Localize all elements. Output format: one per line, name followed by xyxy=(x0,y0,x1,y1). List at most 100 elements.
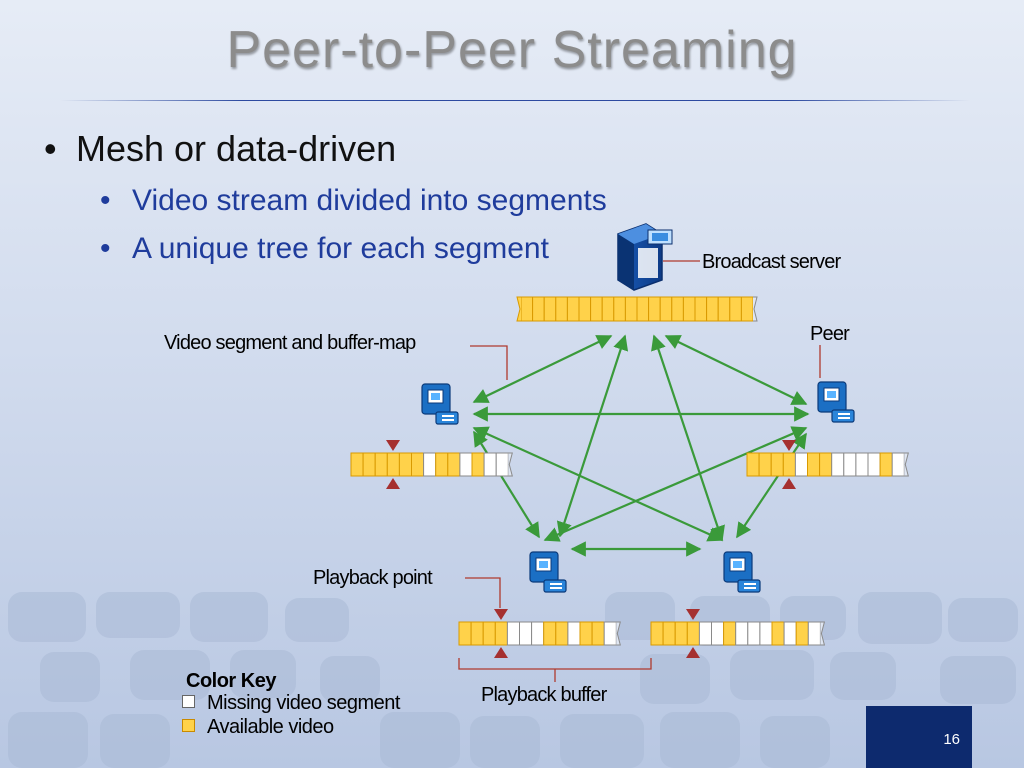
bg-tile xyxy=(940,656,1016,704)
available-segment xyxy=(636,296,650,322)
available-segment xyxy=(613,296,626,322)
bg-tile xyxy=(560,714,644,768)
missing-segment xyxy=(506,621,520,646)
available-segment xyxy=(555,296,568,322)
connection-arrows xyxy=(472,334,810,557)
bg-tile xyxy=(8,592,86,642)
available-segment xyxy=(447,452,461,477)
bullet-dot: • xyxy=(44,128,57,169)
available-segment xyxy=(729,296,742,322)
available-segment xyxy=(482,621,496,646)
available-segment xyxy=(590,296,603,322)
available-segment xyxy=(717,296,731,322)
missing-segment xyxy=(531,621,545,646)
missing-segment xyxy=(698,621,713,646)
computer-drive-slot xyxy=(550,583,562,585)
available-segment xyxy=(746,452,760,477)
available-segment xyxy=(659,296,673,322)
available-segment xyxy=(758,452,772,477)
available-segment xyxy=(682,296,696,322)
available-segment xyxy=(706,296,719,322)
bg-tile xyxy=(190,592,268,642)
bg-tile xyxy=(640,654,710,704)
buffer-end-notch xyxy=(820,621,826,646)
page-number-box: 16 xyxy=(866,706,972,768)
available-segment xyxy=(566,296,580,322)
label-video-segment-buffer-map: Video segment and buffer-map xyxy=(164,332,416,354)
missing-segment xyxy=(483,452,497,477)
available-segment xyxy=(740,296,754,322)
available-segment xyxy=(648,296,661,322)
available-segment xyxy=(435,452,449,477)
playback-marker-bottom xyxy=(494,647,508,658)
playback-marker-bottom xyxy=(386,478,400,489)
computer-icon xyxy=(421,383,459,425)
missing-segment xyxy=(783,621,797,646)
buffer-peer-bottom-right xyxy=(650,621,826,646)
available-segment xyxy=(520,296,534,322)
bg-tile xyxy=(470,716,540,768)
computer-base xyxy=(543,579,567,593)
buffer-peer-bottom-left xyxy=(458,621,621,646)
bullet-level2: •Video stream divided into segments xyxy=(100,184,607,218)
available-segment xyxy=(350,452,364,477)
missing-segment xyxy=(867,452,881,477)
playback-markers xyxy=(386,440,796,658)
buffer-end-notch xyxy=(904,452,909,477)
bullet-dot: • xyxy=(100,184,111,217)
computer-icon xyxy=(817,381,855,423)
segment-buffers xyxy=(350,296,909,646)
missing-segment xyxy=(891,452,905,477)
computer-drive-slot xyxy=(442,415,454,417)
available-segment xyxy=(374,452,388,477)
available-segment xyxy=(650,621,664,646)
available-segment xyxy=(362,452,376,477)
available-segment xyxy=(494,621,508,646)
arrow-peer-left-peer-bottom-left xyxy=(473,430,540,539)
playback-marker-bottom xyxy=(686,647,700,658)
available-segment xyxy=(386,452,400,477)
buffer-server xyxy=(516,296,758,322)
page-number: 16 xyxy=(943,731,960,748)
color-key-label: Available video xyxy=(207,716,334,738)
arrow-peer-right-peer-bottom-right xyxy=(736,432,807,539)
missing-segment xyxy=(423,452,437,477)
available-segment xyxy=(674,621,688,646)
bg-tile xyxy=(8,712,88,768)
bg-tile xyxy=(858,592,942,644)
playback-marker-bottom xyxy=(782,478,796,489)
title-divider xyxy=(60,100,970,101)
bg-tile xyxy=(96,592,180,638)
missing-segment xyxy=(843,452,857,477)
buffer-end-notch xyxy=(753,296,758,322)
missing-segment xyxy=(519,621,533,646)
missing-segment xyxy=(495,452,509,477)
available-segment xyxy=(771,621,785,646)
available-segment xyxy=(624,296,638,322)
computer-base xyxy=(737,579,761,593)
label-playback-point: Playback point xyxy=(313,567,433,589)
bg-tile xyxy=(760,716,830,768)
available-segment xyxy=(578,296,592,322)
missing-swatch xyxy=(182,695,195,708)
computer-base xyxy=(831,409,855,423)
bg-tile xyxy=(320,656,380,702)
missing-segment xyxy=(603,621,617,646)
bg-tile xyxy=(40,652,100,702)
bg-tile xyxy=(285,598,349,642)
bg-tile xyxy=(100,714,170,768)
color-key-title: Color Key xyxy=(186,670,276,692)
missing-segment xyxy=(831,452,845,477)
available-segment xyxy=(458,621,472,646)
buffer-end-notch xyxy=(508,452,513,477)
available-segment xyxy=(819,452,833,477)
missing-segment xyxy=(794,452,809,477)
bullet-dot: • xyxy=(100,232,111,265)
missing-segment xyxy=(567,621,581,646)
computer-screen-glow xyxy=(827,391,836,398)
available-segment xyxy=(543,296,557,322)
available-swatch xyxy=(182,719,195,732)
bg-tile xyxy=(230,650,296,698)
computer-drive-slot xyxy=(744,583,756,585)
